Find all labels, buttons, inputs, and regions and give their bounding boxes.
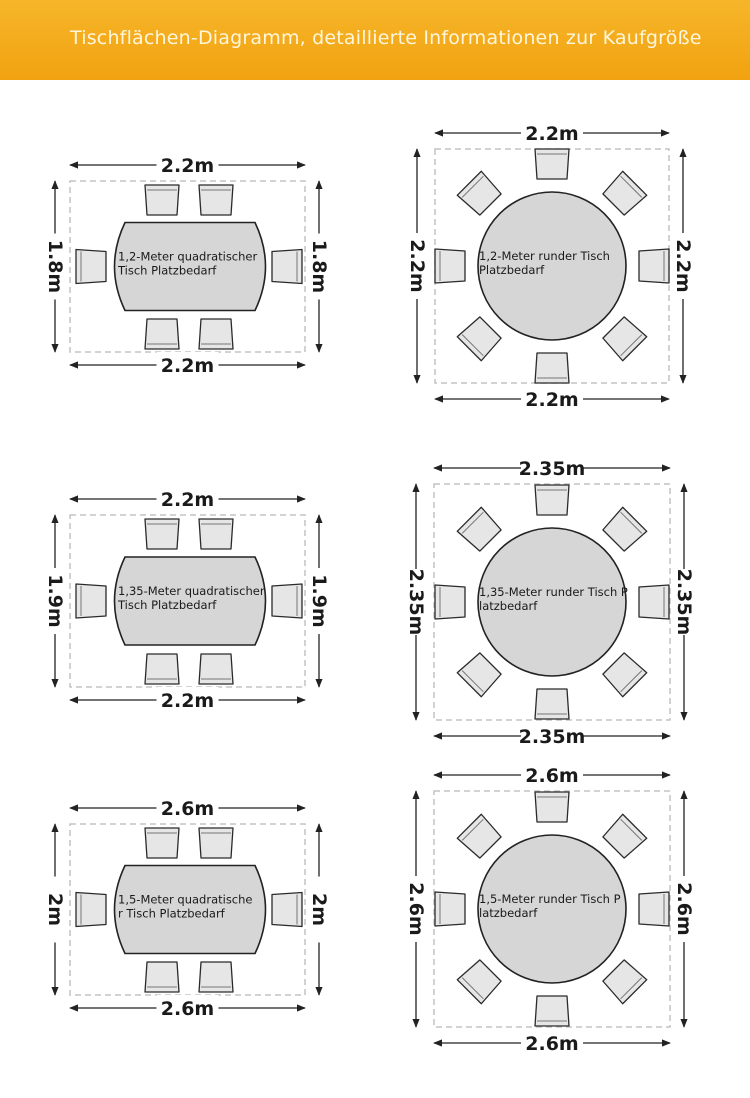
dimension-label: 2.6m [525,765,578,787]
rectangular-table [113,556,267,646]
dimension-label: 2.2m [672,239,694,292]
chair [456,959,502,1005]
chair [198,961,234,993]
chair [534,688,570,720]
table-label: 1,2-Meter runder Tisch [479,249,610,263]
dimension-label: 2.6m [525,1033,578,1055]
chair [534,484,570,516]
chair [456,652,502,698]
chair [434,584,466,620]
chair [534,791,570,823]
table-label: 1,35-Meter runder Tisch P [479,585,628,599]
dimension-label: 2.6m [673,882,695,935]
dimension-label: 2.35m [673,569,695,636]
chair [456,170,502,216]
chair [602,959,648,1005]
rectangular-table [113,221,267,312]
chair [144,318,180,350]
dimension-label: 1.9m [44,574,66,627]
table-label: r Tisch Platzbedarf [118,907,226,921]
chair [534,995,570,1027]
chair [198,184,234,216]
header-banner: Tischflächen-Diagramm, detaillierte Info… [0,0,750,80]
chair [75,248,107,285]
dimension-label: 2.2m [161,690,214,712]
table-label: latzbedarf [479,906,538,920]
chair [534,148,570,180]
chair [602,316,648,362]
diagram-rect-1-5: 1,5-Meter quadratischer Tisch Platzbedar… [42,795,332,1021]
table-label: Tisch Platzbedarf [117,598,217,612]
dimension-label: 1.8m [308,240,330,293]
diagram-round-1-5: 1,5-Meter runder Tisch Platzbedarf 2.6m 2.… [403,762,697,1056]
chair [144,827,180,859]
dimension-label: 2.2m [406,239,428,292]
chair [456,316,502,362]
dimension-label: 1.8m [44,240,66,293]
chair [434,248,466,284]
chair [271,891,303,928]
chair [144,653,180,685]
chair [271,248,303,285]
table-label: 1,35-Meter quadratischer [118,584,265,598]
table-label: latzbedarf [479,599,538,613]
chair [602,813,648,859]
chair [456,813,502,859]
dimension-label: 2.2m [161,355,214,377]
chair [198,653,234,685]
chair [75,891,107,928]
dashed-area [433,790,671,1028]
chair [602,170,648,216]
chair [198,518,234,550]
table-label: Platzbedarf [479,263,545,277]
chair [534,352,570,384]
table-label: Tisch Platzbedarf [117,264,217,278]
dimension-label: 2m [308,893,330,926]
dimension-label: 2.6m [405,882,427,935]
page-title: Tischflächen-Diagramm, detaillierte Info… [70,27,702,49]
table-label: 1,5-Meter runder Tisch P [479,892,621,906]
chair [602,652,648,698]
diagram-round-1-35: 1,35-Meter runder Tisch Platzbedarf 2.35m… [403,455,697,749]
dimension-label: 2.35m [519,458,586,480]
chair [144,961,180,993]
chair [434,891,466,927]
dimension-label: 2.2m [161,155,214,177]
dimension-label: 2.2m [161,489,214,511]
dimension-label: 2.2m [525,389,578,411]
dashed-area [433,483,671,721]
chair [638,248,670,284]
chair [271,583,303,619]
dimension-label: 2.35m [405,569,427,636]
chair [144,184,180,216]
chair [638,584,670,620]
dimension-label: 1.9m [308,574,330,627]
chair [602,506,648,552]
dimension-label: 2.2m [525,123,578,145]
dimension-label: 2m [44,893,66,926]
dimension-label: 2.6m [161,998,214,1020]
chair [638,891,670,927]
chair [144,518,180,550]
round-table [477,834,627,984]
dimension-label: 2.35m [519,726,586,748]
table-label: 1,2-Meter quadratischer [118,250,257,264]
chair [75,583,107,619]
round-table [477,191,627,341]
chair [456,506,502,552]
round-table [477,527,627,677]
dimension-label: 2.6m [161,798,214,820]
table-label: 1,5-Meter quadratische [118,893,253,907]
chair [198,827,234,859]
rectangular-table [113,864,267,955]
chair [198,318,234,350]
